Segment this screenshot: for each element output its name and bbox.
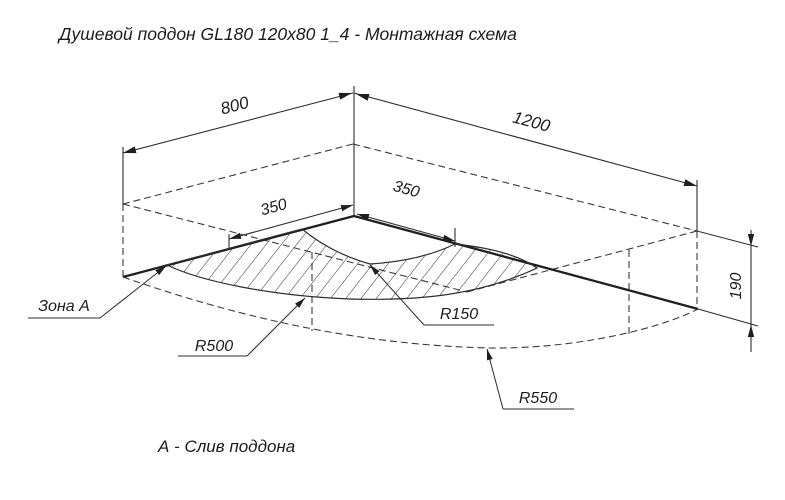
drain-caption: А - Слив поддона — [157, 437, 295, 456]
dim-800-label: 800 — [218, 93, 251, 119]
r500-label: R500 — [195, 338, 233, 355]
drawing-title: Душевой поддон GL180 120x80 1_4 - Монтаж… — [57, 24, 517, 44]
front-curve-r550 — [122, 276, 699, 349]
dimension-350-left: 350 — [228, 196, 354, 240]
dim-350-left-label: 350 — [259, 196, 289, 219]
drain-zone-hatch — [165, 228, 539, 300]
dim-1200-label: 1200 — [511, 108, 553, 136]
dimension-190: 190 — [696, 230, 759, 352]
zone-a-callout: Зона А — [28, 265, 167, 319]
dimension-800: 800 — [122, 92, 354, 154]
dim-190-label: 190 — [728, 273, 745, 300]
r150-callout: R150 — [369, 264, 494, 326]
dimension-350-right: 350 — [356, 178, 456, 242]
hidden-rim-box — [122, 143, 698, 335]
dimension-1200: 1200 — [353, 92, 698, 187]
extension-lines — [122, 86, 698, 249]
r550-label: R550 — [519, 390, 557, 407]
zone-a-label: Зона А — [38, 298, 90, 315]
r150-label: R150 — [440, 306, 478, 323]
dim-350-right-label: 350 — [391, 178, 421, 201]
r550-callout: R550 — [486, 348, 574, 410]
r500-callout: R500 — [178, 297, 306, 357]
